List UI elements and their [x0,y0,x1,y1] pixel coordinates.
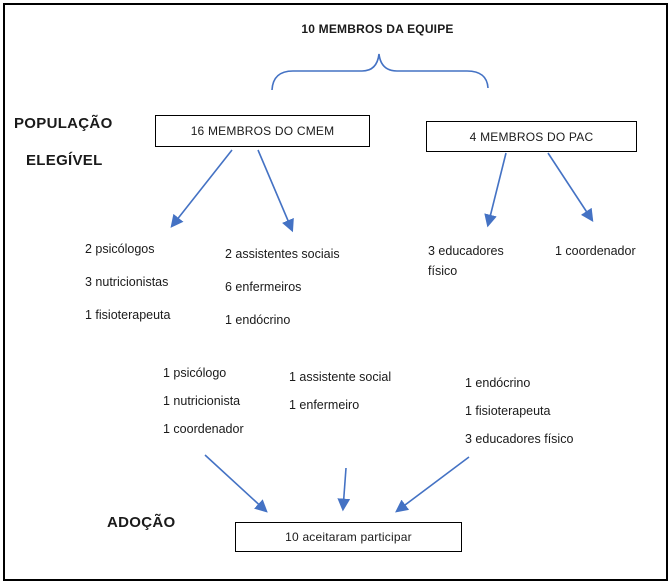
list-item: 1 nutricionista [163,394,241,408]
result-box: 10 aceitaram participar [235,522,462,552]
pac-right-list: 1 coordenador [555,242,636,261]
cmem-left-list: 2 psicólogos 3 nutricionistas 1 fisioter… [85,240,170,339]
list-item: 3 nutricionistas [85,275,169,289]
list-item: 2 assistentes sociais [225,247,340,261]
population-label-line2: ELEGÍVEL [26,152,103,169]
arrow-cmem-right [257,149,294,233]
arrow-pac-left [484,152,507,228]
list-item: 1 endócrino [465,376,531,390]
adopt-group2-list: 1 assistente social 1 enfermeiro [289,368,391,424]
list-item: físico [428,264,458,278]
list-item: 1 fisioterapeuta [465,404,551,418]
diagram-title: 10 MEMBROS DA EQUIPE [301,22,454,36]
list-item: 1 enfermeiro [289,398,360,412]
arrow-cmem-left [170,149,233,228]
cmem-right-list: 2 assistentes sociais 6 enfermeiros 1 en… [225,245,340,344]
adopt-group1-list: 1 psicólogo 1 nutricionista 1 coordenado… [163,364,244,448]
list-item: 1 coordenador [163,422,244,436]
brace-icon [271,53,489,91]
pac-left-list: 3 educadores físico [428,242,504,282]
list-item: 1 fisioterapeuta [85,308,171,322]
cmem-box: 16 MEMBROS DO CMEM [155,115,370,147]
arrow-adopt-middle [337,467,351,512]
arrow-adopt-right [395,456,470,513]
list-item: 1 assistente social [289,370,392,384]
list-item: 2 psicólogos [85,242,155,256]
list-item: 1 endócrino [225,313,291,327]
adopt-group3-list: 1 endócrino 1 fisioterapeuta 3 educadore… [465,374,573,458]
list-item: 3 educadores [428,244,504,258]
pac-box: 4 MEMBROS DO PAC [426,121,637,152]
list-item: 1 coordenador [555,244,636,258]
list-item: 6 enfermeiros [225,280,302,294]
arrow-pac-right [547,152,594,223]
adoption-label: ADOÇÃO [107,514,176,531]
list-item: 3 educadores físico [465,432,574,446]
population-label-line1: POPULAÇÃO [14,115,113,132]
list-item: 1 psicólogo [163,366,227,380]
arrow-adopt-left [204,454,268,513]
